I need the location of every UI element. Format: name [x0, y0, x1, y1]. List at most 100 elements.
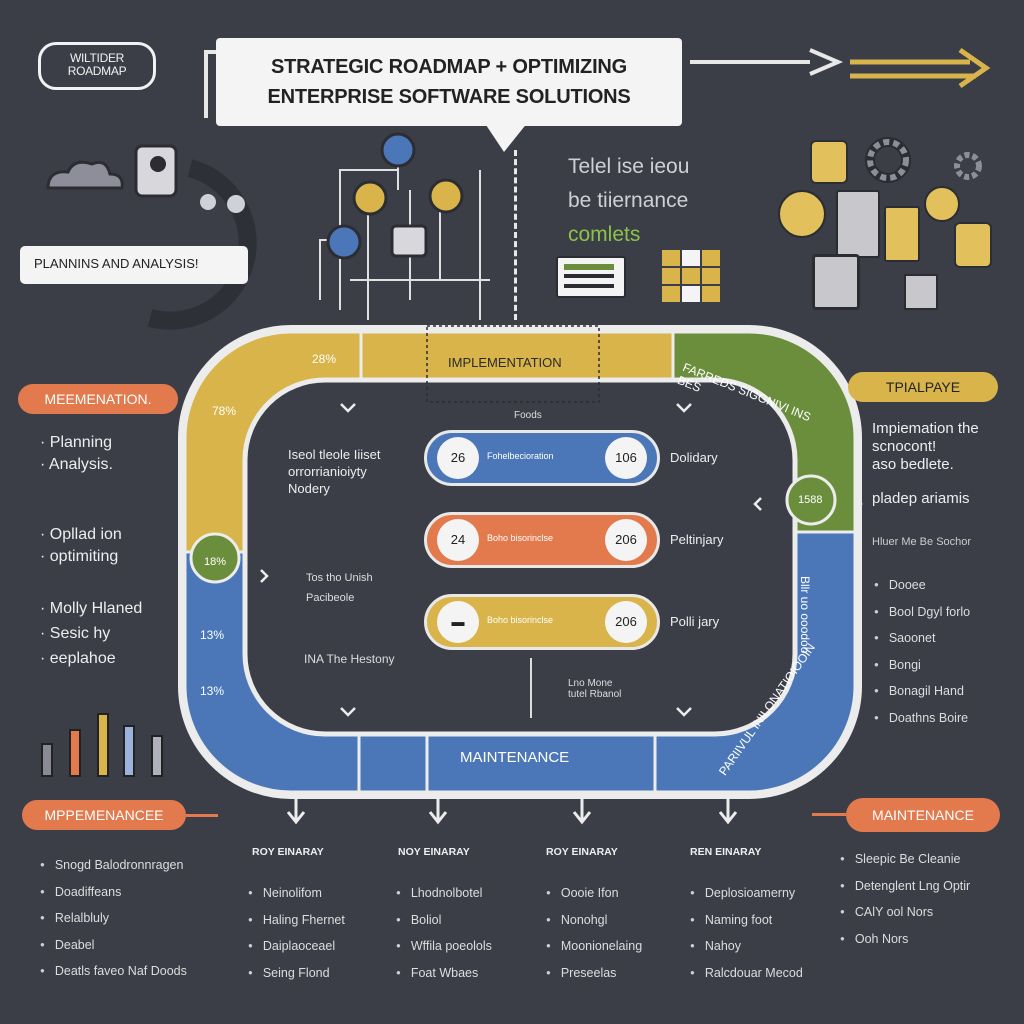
right-note: Hluer Me Be Sochor	[872, 536, 972, 548]
chart-card-icon	[556, 256, 626, 298]
bottom-left-item-4: Deatls faveo Naf Doods	[40, 958, 187, 985]
stage-3-right-label: Polli jary	[670, 614, 720, 629]
column-2-item-2: Wffila poeolols	[396, 933, 492, 960]
right-text-2: pladep ariamis	[872, 490, 970, 507]
wifi-icon	[778, 190, 826, 238]
printer-network-icon	[390, 224, 428, 258]
server-network-icon	[428, 178, 464, 214]
roadmap-badge: WILTIDER ROADMAP	[38, 42, 156, 90]
column-2-item-0: Lhodnolbotel	[396, 880, 492, 907]
column-3-item-1: Nonohgl	[546, 907, 642, 934]
column-3-item-2: Moonionelaing	[546, 933, 642, 960]
stage-2-label: Boho bisorinclse	[487, 533, 554, 543]
column-4-item-0: Deplosioamerny	[690, 880, 803, 907]
right-pill-text: TPIALPAYE	[885, 379, 961, 395]
column-3-head: ROY EINARAY	[546, 846, 618, 858]
column-3-list: Oooie Ifon Nonohgl Moonionelaing Preseel…	[546, 880, 642, 986]
stage-2-right-num: 206	[605, 519, 647, 561]
stage-row-2: 24 Boho bisorinclse 206	[424, 512, 660, 568]
bottom-left-item-2: Relalbluly	[40, 905, 187, 932]
left-bullet-3-2: · eeplahoe	[40, 650, 116, 667]
bottom-right-item-0: Sleepic Be Cleanie	[840, 846, 970, 873]
center-connector	[514, 150, 521, 320]
right-bullet-2: Saoonet	[874, 625, 970, 652]
left-bullet-1-0: · Planning	[40, 434, 113, 451]
column-3-item-0: Oooie Ifon	[546, 880, 642, 907]
inner-note: Lno Mone tutel Rbanol	[568, 678, 622, 700]
column-1-head: ROY EINARAY	[252, 846, 324, 858]
column-2-head: NOY EINARAY	[398, 846, 470, 858]
bottom-right-item-3: Ooh Nors	[840, 926, 970, 953]
ring-left-pct-2: 13%	[200, 628, 225, 642]
user-network-icon	[380, 132, 416, 168]
stage-3-icon: ▬	[437, 601, 479, 643]
stage-1-right-num: 106	[605, 437, 647, 479]
left-bullets-2: · Opllad ion · optimiting	[40, 524, 122, 568]
title-line-1: STRATEGIC ROADMAP + OPTIMIZING	[270, 56, 628, 78]
center-line-2: be tiiernance	[568, 189, 689, 212]
left-bullet-2-0: · Opllad ion	[40, 526, 122, 543]
bottom-left-item-0: Snogd Balodronnragen	[40, 852, 187, 879]
bottom-left-list: Snogd Balodronnragen Doadiffeans Relalbl…	[40, 852, 187, 985]
column-3-item-3: Preseelas	[546, 960, 642, 987]
title-line-2: ENTERPRISE SOFTWARE SOLUTIONS	[267, 86, 631, 108]
column-1-list: Neinolifom Haling Fhernet Daiplaoceael S…	[248, 880, 345, 986]
bottom-right-item-1: Detenglent Lng Optir	[840, 873, 970, 900]
column-1-item-1: Haling Fhernet	[248, 907, 345, 934]
left-bullets-3: · Molly Hlaned · Sesic hy · eeplahoe	[40, 596, 142, 671]
ring-bottom-label: MAINTENANCE	[460, 749, 570, 766]
bottom-right-list: Sleepic Be Cleanie Detenglent Lng Optir …	[840, 846, 970, 952]
bottom-right-item-2: CAlY ool Nors	[840, 899, 970, 926]
bottom-arrows	[286, 792, 738, 825]
column-2-item-3: Foat Wbaes	[396, 960, 492, 987]
column-4-list: Deplosioamerny Naming foot Nahoy Ralcdou…	[690, 880, 803, 986]
stage-row-1: 26 Fohelbecioration 106	[424, 430, 660, 486]
inner-history: INA The Hestony	[304, 652, 395, 666]
roadmap-badge-text: WILTIDER ROADMAP	[67, 51, 127, 78]
ring-left-pct-3: 13%	[200, 684, 225, 698]
column-2-list: Lhodnolbotel Boliol Wffila poeolols Foat…	[396, 880, 492, 986]
bottom-right-pill: MAINTENANCE	[846, 798, 1000, 832]
column-2-item-1: Boliol	[396, 907, 492, 934]
column-4-item-1: Naming foot	[690, 907, 803, 934]
left-bullet-2-1: · optimiting	[40, 548, 119, 565]
monitor-icon	[812, 254, 860, 310]
document-icon	[954, 222, 992, 268]
column-4-item-2: Nahoy	[690, 933, 803, 960]
right-bullet-0: Dooee	[874, 572, 970, 599]
left-pill: MEEMENATION.	[18, 384, 178, 414]
title-box: STRATEGIC ROADMAP + OPTIMIZING ENTERPRIS…	[216, 38, 682, 126]
stage-3-label: Boho bisorinclse	[487, 615, 554, 625]
gear-icon	[865, 137, 911, 183]
stage-1-left-num: 26	[437, 437, 479, 479]
right-bullet-4: Bonagil Hand	[874, 678, 970, 705]
user-icon	[924, 186, 960, 222]
bottom-right-pill-text: MAINTENANCE	[872, 807, 974, 823]
left-bullet-3-0: · Molly Hlaned	[40, 600, 143, 617]
ring-right-node: 1588	[798, 494, 823, 506]
ring-top-pct: 28%	[312, 352, 337, 366]
header-arrows	[204, 47, 991, 118]
cloud-icon	[46, 160, 124, 190]
stage-row-3: ▬ Boho bisorinclse 206	[424, 594, 660, 650]
center-line-3: comlets	[568, 223, 641, 246]
bottom-left-item-1: Doadiffeans	[40, 879, 187, 906]
right-bullet-1: Bool Dgyl forlo	[874, 599, 970, 626]
ring-left-pct-1: 78%	[212, 404, 237, 418]
planning-label: PLANNINS AND ANALYSIS!	[34, 256, 199, 271]
box-icon	[904, 274, 938, 310]
bottom-left-pill-text: MPPEMENANCEE	[44, 807, 164, 823]
inner-mini-1: Tos tho Unish	[306, 572, 373, 584]
grid-icon	[662, 250, 720, 302]
document-icon	[810, 140, 848, 184]
left-bullet-3-1: · Sesic hy	[40, 625, 111, 642]
column-1-item-2: Daiplaoceael	[248, 933, 345, 960]
small-gear-icon	[954, 152, 982, 180]
stage-1-right-label: Dolidary	[670, 450, 718, 465]
monitor-network-icon	[326, 224, 362, 260]
column-1-item-0: Neinolifom	[248, 880, 345, 907]
bottom-left-line	[186, 814, 218, 817]
stage-2-right-label: Peltinjary	[670, 532, 724, 547]
stage-1-label: Fohelbecioration	[487, 451, 554, 461]
left-bullet-1-1: · Analysis.	[40, 456, 113, 473]
